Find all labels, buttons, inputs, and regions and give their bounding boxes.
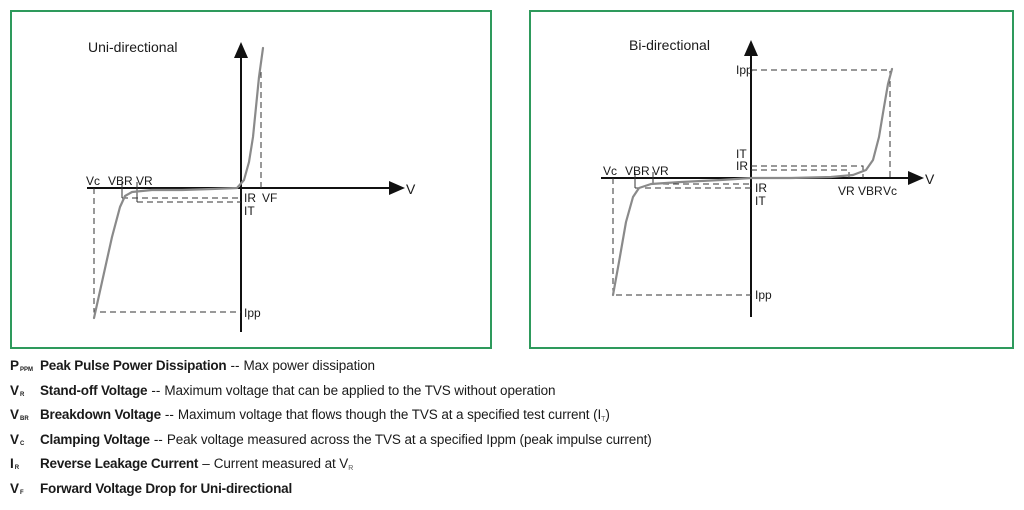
bi-it-top-label: IT [736, 147, 747, 161]
bi-vc-right-label: Vc [883, 184, 897, 198]
legend-term: Stand-off Voltage [40, 382, 148, 398]
uni-ir-label: IR [244, 191, 256, 205]
bi-directional-diagram: Bi-directional Ipp IT IR Vc VBR VR V IR … [601, 37, 935, 317]
uni-title: Uni-directional [88, 39, 177, 55]
bi-it-bottom-label: IT [755, 194, 766, 208]
legend-term: Clamping Voltage [40, 431, 150, 447]
bi-vbr-left-label: VBR [625, 164, 650, 178]
bi-voltage-axis-arrow [908, 171, 924, 185]
legend-symbol: IR [10, 456, 20, 471]
legend-term: Peak Pulse Power Dissipation [40, 358, 227, 373]
bi-ir-top-label: IR [736, 159, 748, 173]
bi-vr-right-label: VR [838, 184, 855, 198]
legend-term: Breakdown Voltage [40, 407, 161, 422]
uni-iv-curve [92, 46, 265, 320]
bi-ipp-bottom-label: Ipp [755, 288, 772, 302]
legend-row-vf: VF Forward Voltage Drop for Uni-directio… [10, 481, 1010, 506]
legend-row-vc: VC Clamping Voltage -- Peak voltage meas… [10, 431, 652, 447]
bi-directional-panel: Bi-directional Ipp IT IR Vc VBR VR V IR … [529, 10, 1014, 349]
legend-term: Forward Voltage Drop for Uni-directional [40, 480, 293, 496]
uni-vbr-label: VBR [108, 174, 133, 188]
uni-voltage-axis-arrow [389, 181, 405, 195]
bi-vbr-right-label: VBR [858, 184, 883, 198]
bi-ipp-top-label: Ipp [736, 63, 753, 77]
legend-symbol: PPPM [10, 358, 34, 373]
legend-description: Maximum voltage that flows though the TV… [177, 407, 610, 423]
legend-row-pppm: PPPM Peak Pulse Power Dissipation -- Max… [10, 358, 375, 373]
parameter-legend: PPPM Peak Pulse Power Dissipation -- Max… [10, 358, 1010, 505]
uni-vc-label: Vc [86, 174, 100, 188]
uni-v-axis-label: V [406, 181, 416, 197]
bi-vc-left-label: Vc [603, 164, 617, 178]
bi-ir-bottom-label: IR [755, 181, 767, 195]
uni-directional-diagram: Uni-directional Vc VBR VR V IR IT VF Ipp [86, 39, 416, 332]
legend-term: Reverse Leakage Current [40, 456, 199, 471]
legend-description: Current measured at VR [213, 456, 354, 472]
bi-v-axis-label: V [925, 171, 935, 187]
uni-it-label: IT [244, 204, 255, 218]
uni-vf-label: VF [262, 191, 277, 205]
legend-row-vbr: VBR Breakdown Voltage -- Maximum voltage… [10, 407, 610, 423]
bi-ipp-top-guide [751, 69, 891, 178]
uni-ipp-guide [93, 188, 241, 313]
legend-symbol: VF [10, 480, 24, 496]
bi-current-axis-arrow [744, 40, 758, 56]
bi-iv-curve [611, 67, 894, 297]
uni-directional-panel: Uni-directional Vc VBR VR V IR IT VF Ipp [10, 10, 492, 349]
uni-vr-label: VR [136, 174, 153, 188]
legend-symbol: VC [10, 431, 25, 447]
uni-current-axis-arrow [234, 42, 248, 58]
legend-symbol: VBR [10, 407, 29, 422]
bi-title: Bi-directional [629, 37, 710, 53]
legend-row-ir: IR Reverse Leakage Current – Current mea… [10, 456, 354, 472]
legend-symbol: VR [10, 382, 25, 398]
legend-description: Peak voltage measured across the TVS at … [166, 431, 652, 447]
bi-it-top-guide [751, 165, 864, 178]
bi-vr-left-label: VR [652, 164, 669, 178]
legend-description: Maximum voltage that can be applied to t… [164, 382, 556, 398]
legend-description: Max power dissipation [243, 358, 375, 373]
uni-ipp-label: Ipp [244, 306, 261, 320]
legend-row-vr: VR Stand-off Voltage -- Maximum voltage … [10, 382, 556, 398]
